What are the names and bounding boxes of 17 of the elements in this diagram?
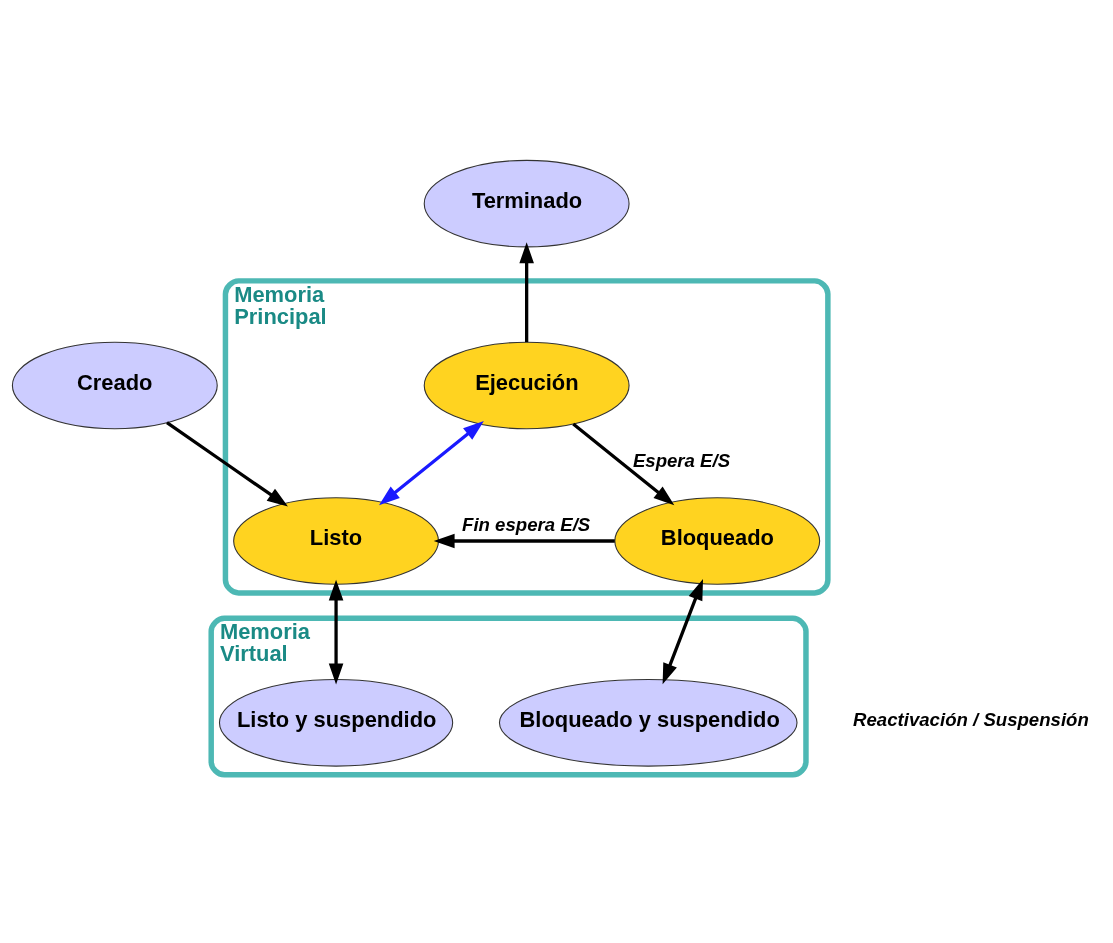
arrow [519, 241, 534, 342]
arrow [572, 422, 675, 505]
arrow [433, 533, 615, 548]
node-ellipse: Listo [233, 496, 440, 585]
arrow [166, 420, 288, 507]
arrow [662, 578, 704, 684]
label: Reactivación / Suspensión [853, 708, 1089, 730]
node-ellipse: Bloqueado y suspendido [498, 678, 798, 767]
node-ellipse: Bloqueado [614, 496, 821, 585]
edge-label: Espera E/S [632, 449, 731, 471]
node-ellipse: Ejecución [423, 341, 630, 429]
node-ellipse: Listo y suspendido [218, 678, 454, 767]
node-ellipse: Terminado [423, 159, 630, 247]
edge-label: Fin espera E/S [462, 513, 591, 535]
arrow [328, 579, 344, 684]
node-ellipse: Creado [11, 341, 218, 429]
arrow [379, 420, 484, 505]
